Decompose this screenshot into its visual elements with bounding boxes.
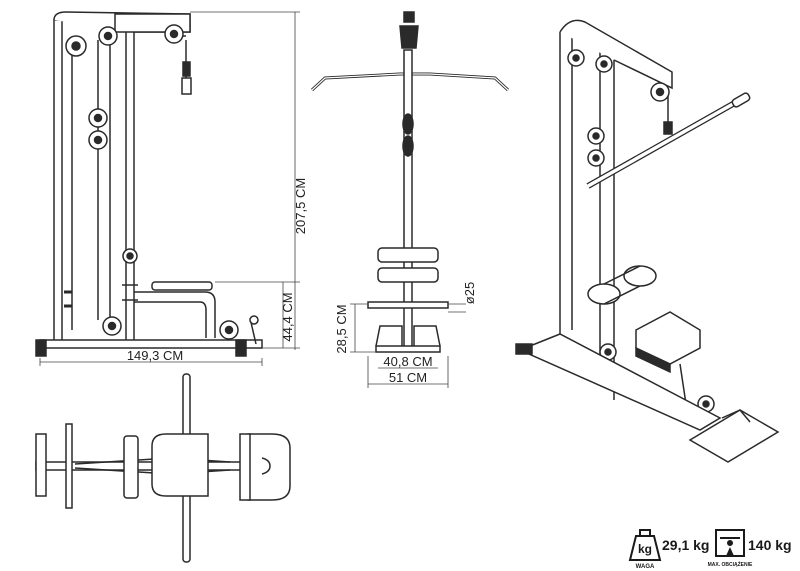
max-load-spec: 140 kg MAX. OBCIĄŻENIE: [708, 529, 792, 568]
max-load-caption: MAX. OBCIĄŻENIE: [708, 561, 753, 568]
outer-width-label: 51 CM: [389, 370, 427, 385]
top-pulley-icon: [399, 11, 419, 49]
pulley-icon: [88, 108, 108, 128]
tube-diameter-label: ø25: [462, 282, 477, 304]
side-dimension-lines: [39, 11, 300, 366]
max-load-value: 140 kg: [748, 537, 792, 553]
pulley-icon: [587, 127, 605, 145]
pulley-icon: [164, 24, 184, 44]
pulley-icon: [88, 130, 108, 150]
front-dimension-lines: [350, 303, 466, 388]
pulley-icon: [98, 26, 118, 46]
pulley-icon: [65, 35, 87, 57]
weight-value: 29,1 kg: [662, 537, 709, 553]
pulley-icon: [595, 55, 613, 73]
weight-icon: kg: [628, 529, 662, 561]
weight-icon-text: kg: [638, 542, 652, 556]
isometric-view: [515, 19, 780, 463]
pulley-icon: [650, 82, 670, 102]
height-label: 207,5 CM: [293, 178, 308, 234]
weight-spec: kg 29,1 kg WAGA: [628, 529, 709, 570]
front-height-label: 28,5 CM: [334, 304, 349, 353]
pulley-icon: [102, 316, 122, 336]
pulley-icon: [122, 248, 138, 264]
front-view: [310, 11, 510, 353]
seat-height-label: 44,4 CM: [280, 292, 295, 341]
top-view: [35, 373, 291, 563]
cable-handle-icon: [181, 61, 192, 95]
pulley-icon: [587, 149, 605, 167]
weight-caption: WAGA: [636, 564, 655, 570]
max-load-icon: [715, 529, 745, 557]
inner-width-label: 40,8 CM: [383, 354, 432, 369]
side-view: [35, 11, 263, 357]
length-label: 149,3 CM: [127, 348, 183, 363]
pulley-icon: [567, 49, 585, 67]
pulley-icon: [219, 320, 239, 340]
